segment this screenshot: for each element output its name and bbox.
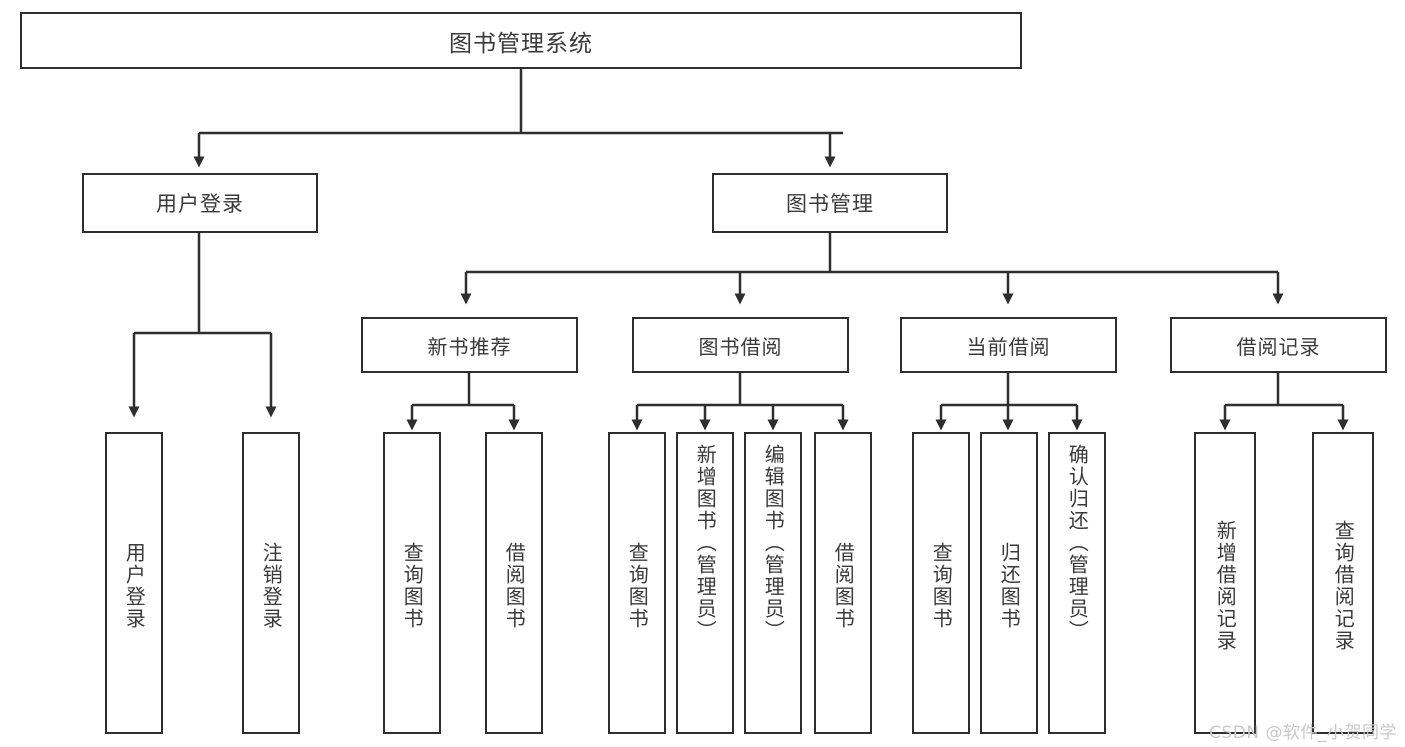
leaf-current-return-book[interactable]: 归还图书 [980,432,1038,734]
leaf-label: 查询图书 [400,542,425,630]
leaf-text-wrap: 新增借阅记录 [1213,440,1237,732]
csdn-watermark: CSDN @软件_小贺同学 [1209,723,1397,743]
leaf-label: 编辑图书（管理员） [761,444,786,642]
leaf-label: 借阅图书 [502,542,527,630]
node-book-borrow[interactable]: 图书借阅 [632,317,849,373]
leaf-text-wrap: 注销登录 [259,440,283,732]
leaf-label: 查询借阅记录 [1331,520,1356,652]
leaf-recommend-borrow-book[interactable]: 借阅图书 [485,432,543,734]
leaf-user-login-logout[interactable]: 注销登录 [242,432,300,734]
leaf-recommend-query-book[interactable]: 查询图书 [383,432,441,734]
leaf-borrow-edit-book-admin[interactable]: 编辑图书（管理员） [744,432,802,734]
node-user-login[interactable]: 用户登录 [82,173,318,233]
leaf-label: 注销登录 [259,542,284,630]
leaf-current-query-book[interactable]: 查询图书 [912,432,970,734]
leaf-label: 查询图书 [625,542,650,630]
leaf-user-login-login[interactable]: 用户登录 [105,432,163,734]
leaf-borrow-borrow-book[interactable]: 借阅图书 [814,432,872,734]
leaf-current-confirm-return-admin[interactable]: 确认归还（管理员） [1048,432,1106,734]
leaf-text-wrap: 归还图书 [997,440,1021,732]
leaf-label: 归还图书 [997,542,1022,630]
leaf-label: 确认归还（管理员） [1065,444,1090,642]
node-current-borrow[interactable]: 当前借阅 [900,317,1117,373]
leaf-text-wrap: 确认归还（管理员） [1065,440,1089,736]
leaf-text-wrap: 查询图书 [400,440,424,732]
node-book-management[interactable]: 图书管理 [712,173,948,233]
leaf-text-wrap: 查询借阅记录 [1331,440,1355,732]
leaf-record-query-record[interactable]: 查询借阅记录 [1312,432,1374,734]
leaf-label: 用户登录 [122,542,147,630]
leaf-label: 借阅图书 [831,542,856,630]
leaf-text-wrap: 借阅图书 [502,440,526,732]
node-borrow-record[interactable]: 借阅记录 [1170,317,1387,373]
node-root-system[interactable]: 图书管理系统 [20,12,1022,69]
leaf-borrow-query-book[interactable]: 查询图书 [608,432,666,734]
leaf-label: 新增借阅记录 [1213,520,1238,652]
leaf-text-wrap: 用户登录 [122,440,146,732]
leaf-text-wrap: 查询图书 [929,440,953,732]
leaf-borrow-add-book-admin[interactable]: 新增图书（管理员） [676,432,734,734]
leaf-text-wrap: 新增图书（管理员） [693,440,717,736]
leaf-text-wrap: 查询图书 [625,440,649,732]
leaf-text-wrap: 编辑图书（管理员） [761,440,785,736]
leaf-label: 新增图书（管理员） [693,444,718,642]
leaf-text-wrap: 借阅图书 [831,440,855,732]
leaf-label: 查询图书 [929,542,954,630]
leaf-record-add-record[interactable]: 新增借阅记录 [1194,432,1256,734]
node-new-book-recommend[interactable]: 新书推荐 [361,317,578,373]
